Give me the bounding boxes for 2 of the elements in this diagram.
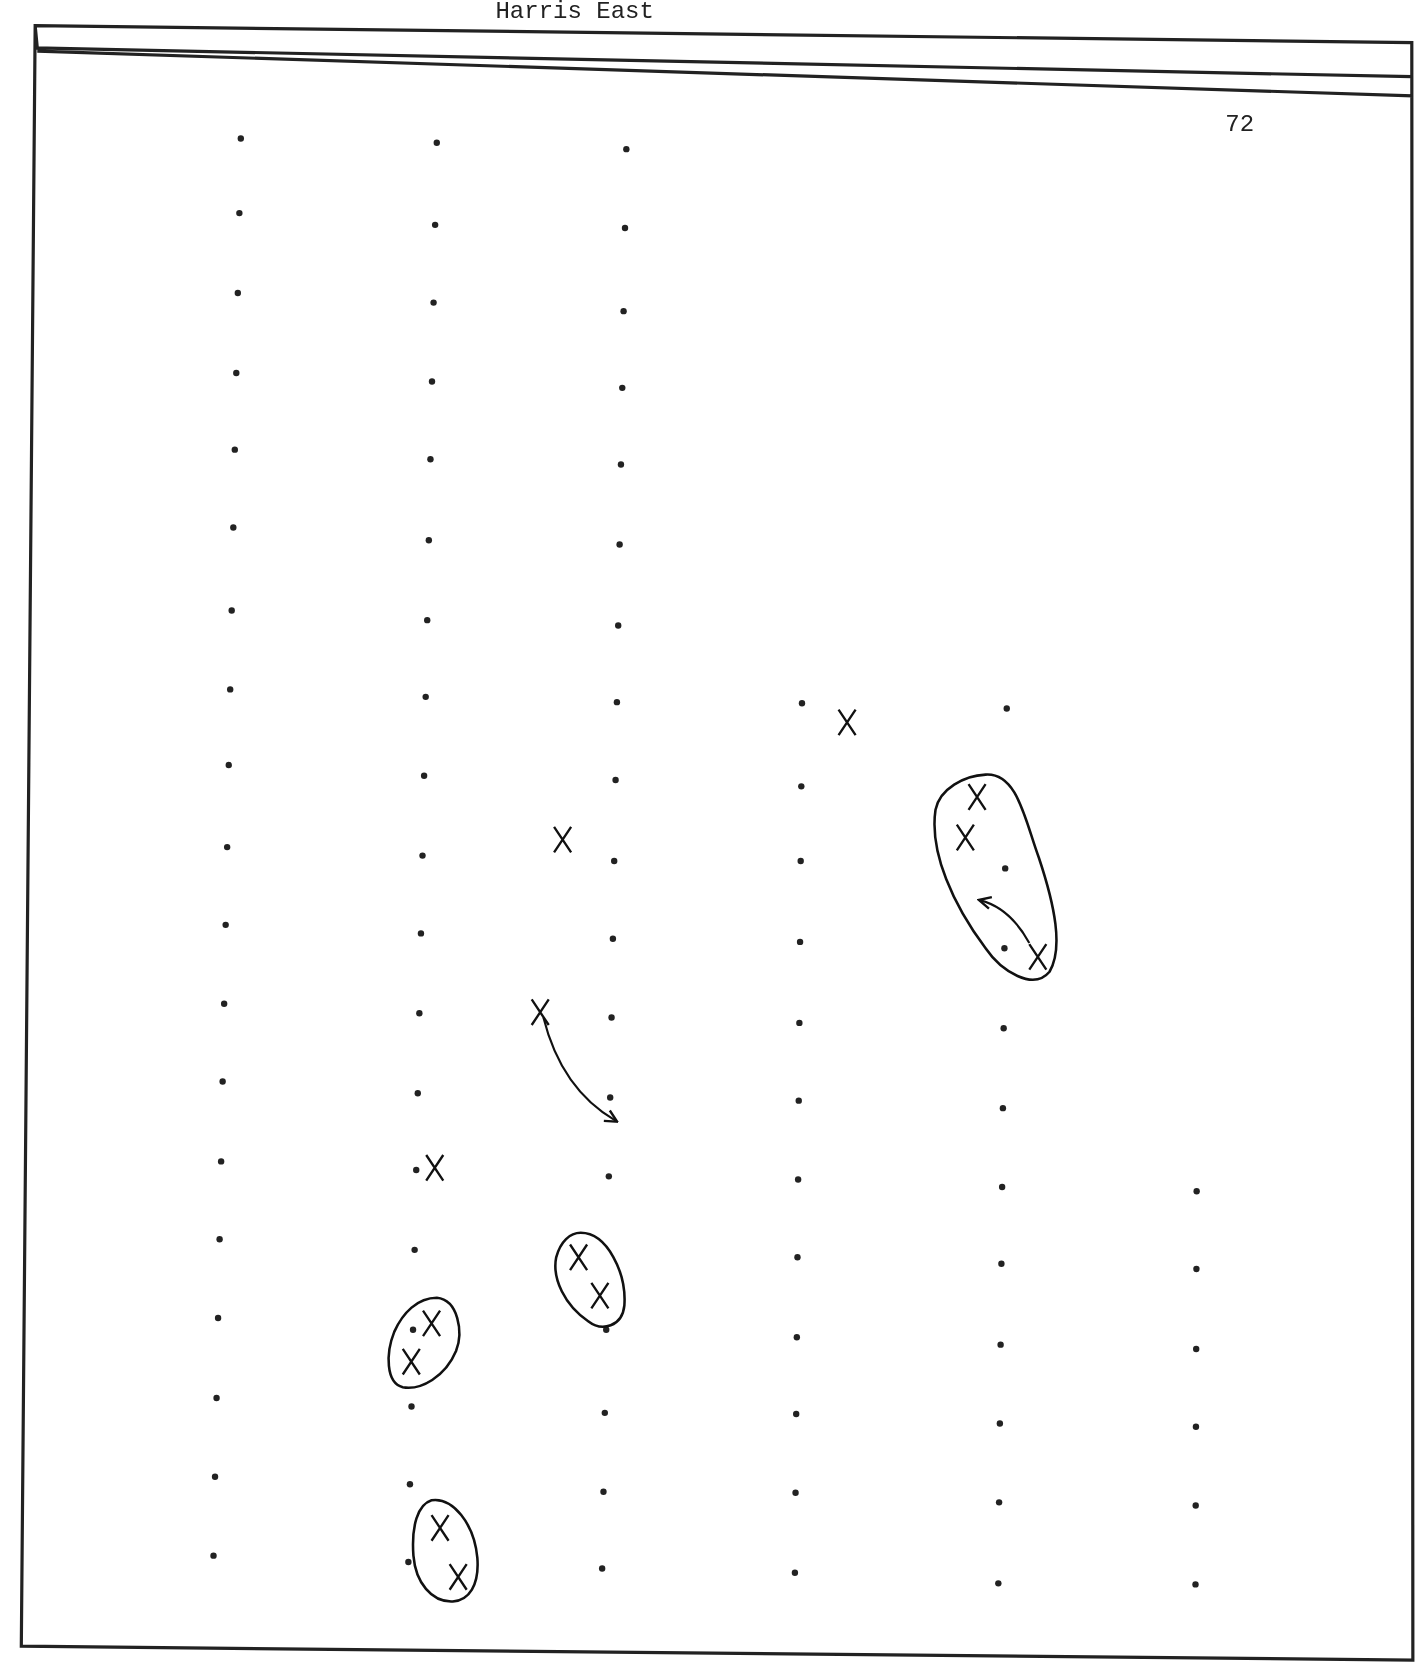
header-text: Harris East bbox=[495, 0, 654, 24]
page-number: 72 bbox=[1225, 112, 1255, 137]
